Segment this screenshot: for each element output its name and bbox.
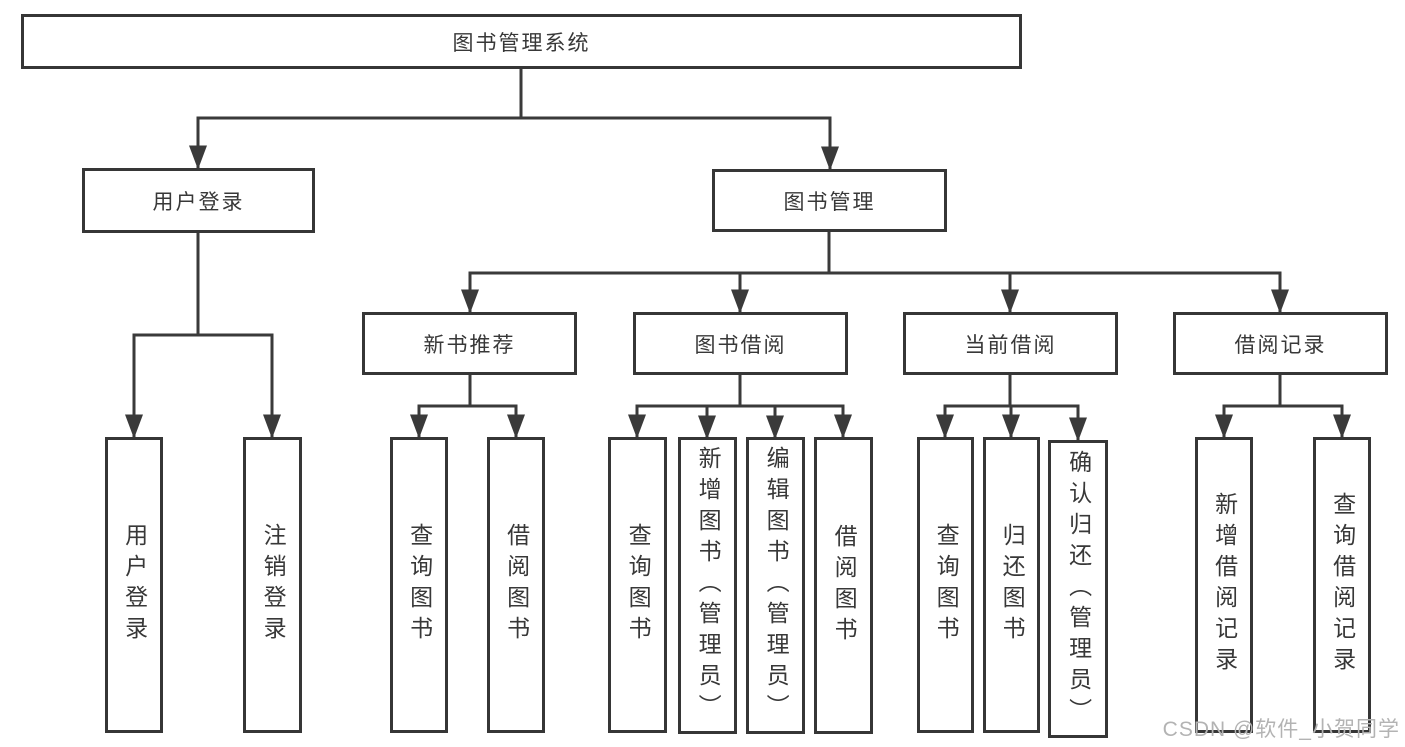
leaf-user-login-label: 用户登录 — [121, 523, 148, 647]
leaf-new-books-query-label: 查询图书 — [406, 523, 433, 647]
csdn-watermark: CSDN @软件_小贺同学 — [1162, 718, 1400, 741]
node-root: 图书管理系统 — [21, 14, 1022, 69]
leaf-records-query-label: 查询借阅记录 — [1329, 492, 1356, 678]
leaf-book-borrow-edit: 编辑图书（管理员） — [746, 437, 805, 734]
leaf-book-borrow-query: 查询图书 — [608, 437, 667, 733]
leaf-book-borrow-add-label: 新增图书（管理员） — [695, 446, 722, 725]
node-user-login: 用户登录 — [82, 168, 315, 233]
connector-user-login-children — [125, 231, 281, 439]
leaf-book-borrow-query-label: 查询图书 — [625, 523, 652, 647]
connector-root-to-level2 — [189, 67, 839, 171]
leaf-book-borrow-borrow-label: 借阅图书 — [831, 523, 858, 648]
leaf-book-borrow-edit-label: 编辑图书（管理员） — [763, 446, 790, 725]
leaf-records-add: 新增借阅记录 — [1195, 437, 1253, 733]
leaf-current-borrow-query: 查询图书 — [917, 437, 974, 733]
node-book-borrow: 图书借阅 — [633, 312, 848, 375]
node-book-mgmt-label: 图书管理 — [783, 190, 876, 214]
node-borrow-records-label: 借阅记录 — [1234, 333, 1327, 357]
leaf-current-borrow-confirm: 确认归还（管理员） — [1048, 440, 1108, 738]
node-borrow-records: 借阅记录 — [1173, 312, 1388, 375]
connector-current-borrow-children — [936, 373, 1087, 442]
connector-borrow-records-children — [1215, 373, 1351, 439]
connector-book-borrow-children — [628, 373, 852, 440]
leaf-current-borrow-confirm-label: 确认归还（管理员） — [1065, 449, 1092, 729]
leaf-records-add-label: 新增借阅记录 — [1211, 492, 1238, 678]
leaf-current-borrow-return-label: 归还图书 — [999, 523, 1026, 647]
node-book-mgmt: 图书管理 — [712, 169, 947, 232]
leaf-book-borrow-borrow: 借阅图书 — [814, 437, 873, 734]
node-current-borrow: 当前借阅 — [903, 312, 1118, 375]
leaf-book-borrow-add: 新增图书（管理员） — [678, 437, 737, 734]
leaf-current-borrow-query-label: 查询图书 — [933, 523, 960, 647]
leaf-logout-label: 注销登录 — [260, 523, 287, 647]
connector-new-books-children — [410, 373, 525, 439]
node-user-login-label: 用户登录 — [152, 190, 245, 214]
leaf-new-books-query: 查询图书 — [390, 437, 448, 733]
leaf-current-borrow-return: 归还图书 — [983, 437, 1040, 733]
leaf-logout: 注销登录 — [243, 437, 302, 733]
node-new-books-label: 新书推荐 — [423, 333, 516, 357]
connector-book-mgmt-children — [461, 230, 1289, 314]
node-book-borrow-label: 图书借阅 — [694, 333, 787, 357]
node-new-books: 新书推荐 — [362, 312, 577, 375]
node-root-label: 图书管理系统 — [452, 31, 591, 55]
leaf-records-query: 查询借阅记录 — [1313, 437, 1371, 733]
node-current-borrow-label: 当前借阅 — [964, 333, 1057, 357]
leaf-new-books-borrow: 借阅图书 — [487, 437, 545, 733]
leaf-user-login: 用户登录 — [105, 437, 163, 733]
leaf-new-books-borrow-label: 借阅图书 — [503, 523, 530, 647]
